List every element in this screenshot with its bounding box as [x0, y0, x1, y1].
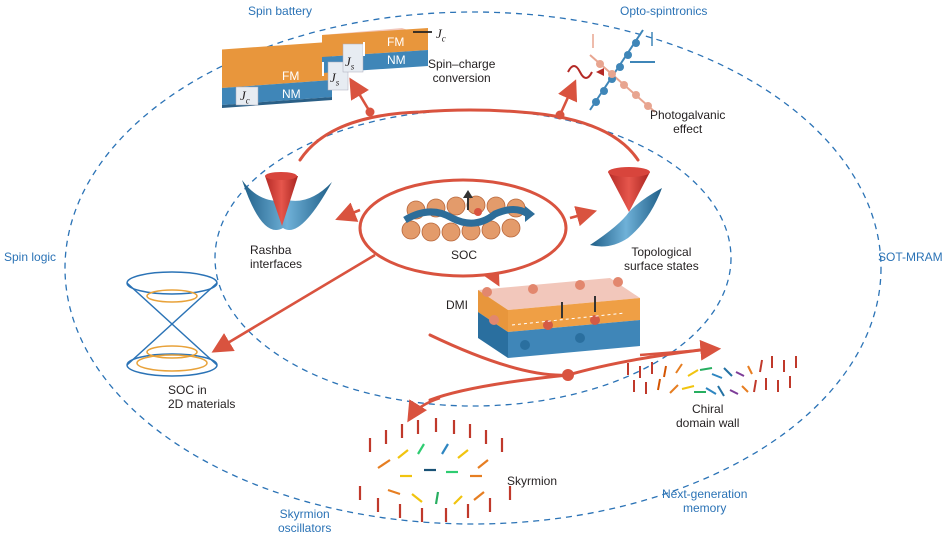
soc-spin-head	[463, 190, 473, 198]
label-jc-right: Jc	[436, 27, 446, 46]
label-next-generation-memory: Next-generation memory	[662, 487, 748, 515]
domain-wall-arrows	[627, 356, 797, 397]
soc-wave	[403, 206, 530, 227]
label-soc-2d-materials: SOC in 2D materials	[168, 383, 236, 411]
label-skyrmion-oscillators: Skyrmion oscillators	[278, 507, 332, 535]
label-spin-logic: Spin logic	[4, 250, 57, 264]
label-chiral-domain-wall: Chiral domain wall	[676, 402, 740, 430]
label-photogalvanic-effect: Photogalvanic effect	[650, 108, 726, 136]
js-symbol-right: J	[345, 54, 351, 69]
label-js-left: Js	[330, 71, 339, 90]
jc-subscript: c	[245, 95, 250, 106]
js-box-right	[342, 43, 364, 73]
label-sot-mram: SOT-MRAM	[878, 250, 943, 264]
soc-red-dot	[474, 208, 482, 216]
label-js-right: Js	[345, 55, 354, 74]
node-top-right	[555, 110, 565, 120]
label-topological-surface-states: Topological surface states	[624, 245, 699, 273]
label-fm-left: FM	[282, 69, 300, 83]
js-subscript: s	[335, 77, 340, 88]
label-spin-charge-conversion: Spin–charge conversion	[428, 57, 496, 85]
soc-arrow-head	[525, 206, 535, 222]
dirac-double-cone	[126, 271, 218, 377]
jc-symbol: J	[240, 88, 246, 103]
label-fm-right: FM	[387, 35, 405, 49]
spin-battery-block-left	[222, 41, 332, 108]
js-subscript-right: s	[350, 61, 355, 72]
label-dmi: DMI	[446, 298, 468, 312]
node-top-left	[365, 107, 375, 117]
label-soc: SOC	[451, 248, 478, 262]
label-jc-left: Jc	[240, 89, 250, 108]
node-bottom	[562, 369, 574, 381]
topological-cone	[590, 167, 662, 247]
opto-graphic	[567, 29, 656, 113]
label-rashba-interfaces: Rashba interfaces	[250, 243, 303, 271]
skyrmion-arrows	[358, 418, 512, 522]
js-symbol: J	[330, 70, 336, 85]
jc-subscript-right: c	[441, 33, 446, 44]
jc-symbol-right: J	[436, 26, 442, 41]
label-skyrmion: Skyrmion	[507, 474, 558, 488]
label-spin-battery: Spin battery	[248, 4, 313, 18]
dmi-block	[478, 277, 640, 358]
outer-dashed-ellipse	[64, 11, 882, 525]
jc-box-left	[235, 86, 259, 106]
label-nm-left: NM	[282, 87, 301, 101]
rashba-bands	[242, 172, 332, 231]
label-opto-spintronics: Opto-spintronics	[620, 4, 708, 18]
label-nm-right: NM	[387, 53, 406, 67]
